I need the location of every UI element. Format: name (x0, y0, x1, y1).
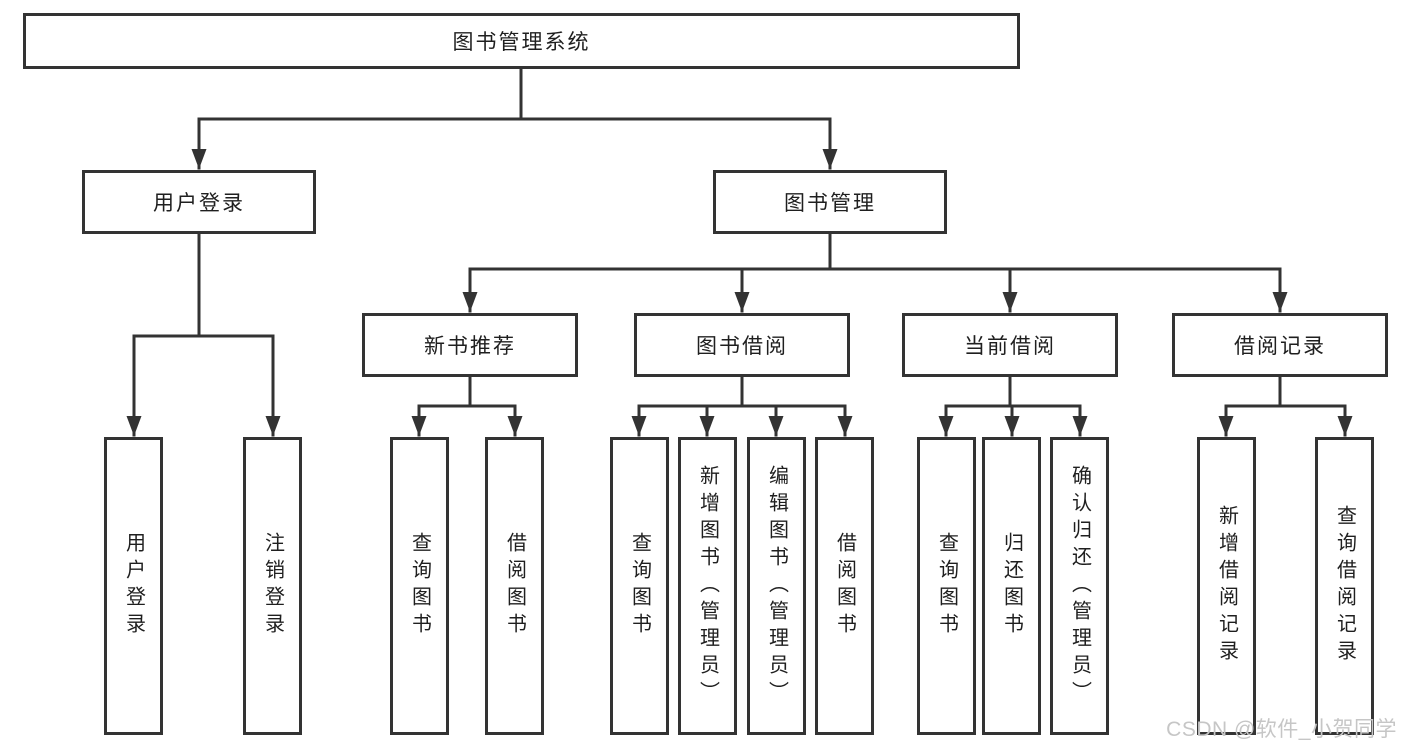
leaf-user-login-label: 用户登录 (122, 532, 145, 640)
leaf-query-borrow-record-label: 查询借阅记录 (1333, 505, 1356, 667)
node-borrow-records-label: 借阅记录 (1234, 335, 1326, 358)
leaf-user-login: 用户登录 (104, 437, 163, 735)
leaf-return-book-label: 归还图书 (1000, 532, 1023, 640)
leaf-query-book-current-label: 查询图书 (935, 532, 958, 640)
node-book-borrowing: 图书借阅 (634, 313, 850, 377)
leaf-confirm-return-admin-label: 确认归还（管理员） (1068, 464, 1091, 708)
node-book-borrowing-label: 图书借阅 (696, 335, 788, 358)
leaf-query-book-borrow-label: 查询图书 (628, 532, 651, 640)
node-new-book-recommend-label: 新书推荐 (424, 335, 516, 358)
leaf-return-book: 归还图书 (982, 437, 1041, 735)
leaf-add-book-admin: 新增图书（管理员） (678, 437, 737, 735)
leaf-logout: 注销登录 (243, 437, 302, 735)
node-book-management-label: 图书管理 (784, 192, 876, 215)
node-root-label: 图书管理系统 (452, 31, 591, 54)
leaf-confirm-return-admin: 确认归还（管理员） (1050, 437, 1109, 735)
leaf-borrow-book: 借阅图书 (815, 437, 874, 735)
csdn-watermark: CSDN @软件_小贺同学 (1166, 718, 1397, 741)
leaf-query-book-current: 查询图书 (917, 437, 976, 735)
leaf-query-borrow-record: 查询借阅记录 (1315, 437, 1374, 735)
node-current-borrowing: 当前借阅 (902, 313, 1118, 377)
node-user-login: 用户登录 (82, 170, 316, 234)
node-new-book-recommend: 新书推荐 (362, 313, 578, 377)
leaf-add-borrow-record-label: 新增借阅记录 (1215, 505, 1238, 667)
node-borrow-records: 借阅记录 (1172, 313, 1388, 377)
leaf-query-book-recommend-label: 查询图书 (408, 532, 431, 640)
leaf-edit-book-admin: 编辑图书（管理员） (747, 437, 806, 735)
node-user-login-label: 用户登录 (153, 192, 245, 215)
leaf-query-book-borrow: 查询图书 (610, 437, 669, 735)
leaf-add-book-admin-label: 新增图书（管理员） (696, 464, 719, 708)
leaf-edit-book-admin-label: 编辑图书（管理员） (765, 464, 788, 708)
leaf-query-book-recommend: 查询图书 (390, 437, 449, 735)
node-book-management: 图书管理 (713, 170, 947, 234)
leaf-borrow-book-recommend-label: 借阅图书 (503, 532, 526, 640)
leaf-borrow-book-label: 借阅图书 (833, 532, 856, 640)
leaf-logout-label: 注销登录 (261, 532, 284, 640)
leaf-add-borrow-record: 新增借阅记录 (1197, 437, 1256, 735)
node-current-borrowing-label: 当前借阅 (964, 335, 1056, 358)
node-root-system: 图书管理系统 (23, 13, 1020, 69)
leaf-borrow-book-recommend: 借阅图书 (485, 437, 544, 735)
